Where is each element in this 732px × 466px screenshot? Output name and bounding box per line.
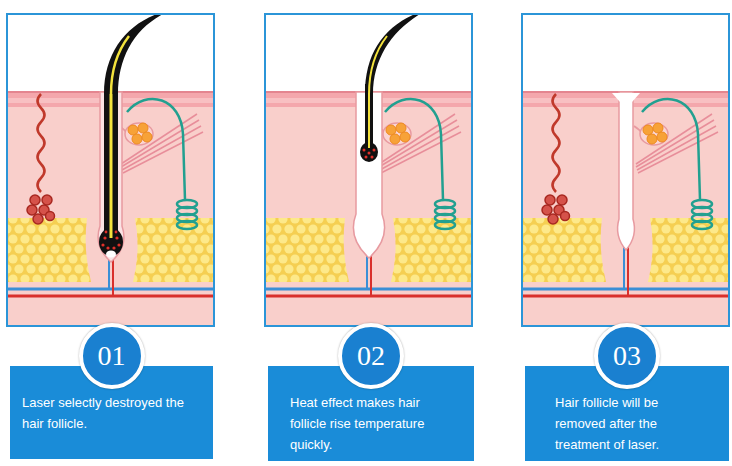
step-box: Laser selectly destroyed the hair follic…	[10, 366, 213, 459]
illustration-part	[377, 99, 461, 229]
step-box: Heat effect makes hair follicle rise tem…	[268, 366, 474, 461]
illustration-part	[353, 92, 384, 258]
illustration-part	[371, 156, 374, 159]
callout-number: 02	[357, 342, 385, 370]
skin-panel	[265, 14, 472, 326]
illustration-part	[27, 94, 55, 224]
illustration-part	[101, 243, 104, 246]
illustration-part	[618, 92, 635, 250]
step-box: Hair follicle will be removed after the …	[525, 366, 729, 461]
illustration-part	[111, 36, 129, 94]
step-description: Heat effect makes hair follicle rise tem…	[290, 392, 452, 455]
step-number-circle: 03	[594, 323, 660, 389]
illustration-part	[98, 92, 124, 262]
illustration-part	[368, 94, 370, 148]
illustration-part	[117, 243, 120, 246]
illustration-part	[115, 231, 118, 234]
callout-number: 01	[98, 342, 126, 370]
skin-panel	[522, 14, 729, 326]
illustration-part	[106, 251, 116, 258]
skin-panel	[7, 14, 214, 326]
illustration-part	[369, 36, 387, 94]
illustration-part	[365, 156, 368, 159]
illustration-part	[627, 242, 629, 296]
step-number-circle: 02	[338, 323, 404, 389]
illustration-part	[522, 14, 729, 326]
step-number-circle: 01	[79, 323, 145, 389]
illustration-part	[265, 14, 472, 326]
step-description: Laser selectly destroyed the hair follic…	[22, 392, 194, 434]
illustration-part	[119, 99, 203, 229]
step-description: Hair follicle will be removed after the …	[555, 392, 695, 455]
illustration-part	[105, 231, 108, 234]
illustration-part	[266, 15, 471, 325]
illustration-part	[523, 15, 728, 325]
illustration-part	[634, 99, 718, 229]
illustration-part	[363, 149, 366, 152]
illustration-part	[266, 15, 471, 325]
illustration-part	[8, 15, 213, 325]
illustration-part	[8, 15, 213, 325]
illustration-part	[542, 94, 570, 224]
illustration-part	[373, 149, 376, 152]
illustration-part	[7, 14, 214, 326]
callout-number: 03	[613, 342, 641, 370]
illustration-part	[115, 236, 118, 239]
illustration-part	[110, 94, 113, 238]
illustration-part	[104, 15, 163, 94]
illustration-part	[523, 15, 728, 325]
illustration-part	[112, 246, 115, 249]
illustration-part	[368, 152, 371, 155]
illustration-part	[365, 15, 420, 94]
illustration-part	[103, 236, 106, 239]
illustration-part	[106, 246, 109, 249]
illustration-part	[612, 93, 640, 102]
